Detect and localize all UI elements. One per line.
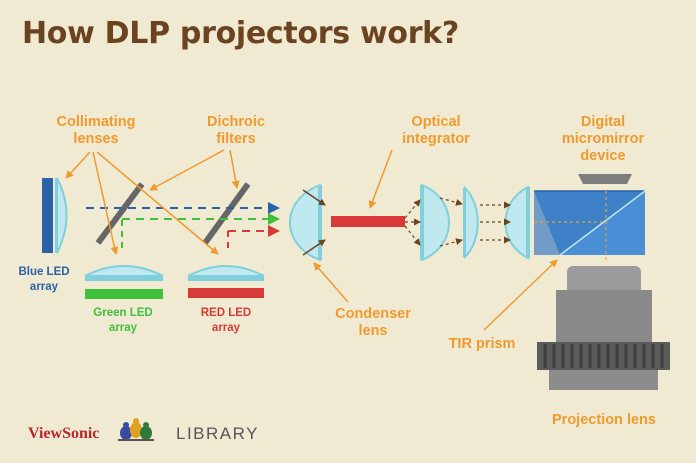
label-green-led-line1: Green LED — [93, 307, 152, 319]
relay-rays — [404, 197, 511, 247]
tir-prism — [534, 190, 646, 262]
viewsonic-logo-text: ViewSonic — [28, 425, 99, 442]
label-dichroic-line2: filters — [216, 131, 256, 147]
red-led-array — [187, 265, 265, 298]
collimating-lens-green — [84, 265, 164, 277]
label-condenser-line2: lens — [358, 323, 387, 339]
optical-integrator-rod — [331, 216, 405, 227]
label-projection-lens: Projection lens — [552, 412, 656, 428]
label-blue-led-line1: Blue LED — [18, 266, 69, 278]
label-optical-line1: Optical — [411, 114, 460, 130]
label-pointers — [65, 149, 558, 331]
label-tir-prism: TIR prism — [449, 336, 516, 352]
blue-led-array — [42, 177, 68, 254]
label-collimating-line2: lenses — [73, 131, 118, 147]
dmd-chip — [578, 174, 632, 184]
light-beams — [86, 202, 280, 248]
label-red-led-line2: array — [212, 322, 241, 334]
label-collimating-line1: Collimating — [57, 114, 136, 130]
collimating-lens-red — [187, 265, 265, 277]
viewsonic-birds-icon — [118, 418, 154, 441]
label-green-led-line2: array — [109, 322, 138, 334]
label-red-led-line1: RED LED — [201, 307, 251, 319]
label-optical-line2: integrator — [402, 131, 470, 147]
dichroic-filter-2 — [202, 182, 251, 245]
page-title: How DLP projectors work? — [22, 16, 459, 51]
label-blue-led-line2: array — [30, 281, 59, 293]
label-condenser-line1: Condenser — [335, 306, 411, 322]
projection-lens — [537, 266, 670, 390]
label-dmd-line3: device — [580, 148, 625, 164]
condenser-lens — [289, 183, 326, 262]
relay-lenses — [420, 183, 530, 262]
library-logo-text: LIBRARY — [176, 424, 259, 443]
collimating-lens-blue — [56, 177, 68, 254]
label-dichroic-line1: Dichroic — [207, 114, 265, 130]
green-led-array — [84, 265, 164, 299]
dichroic-filter-1 — [95, 182, 145, 245]
label-dmd-line1: Digital — [581, 114, 625, 130]
label-dmd-line2: micromirror — [562, 131, 645, 147]
